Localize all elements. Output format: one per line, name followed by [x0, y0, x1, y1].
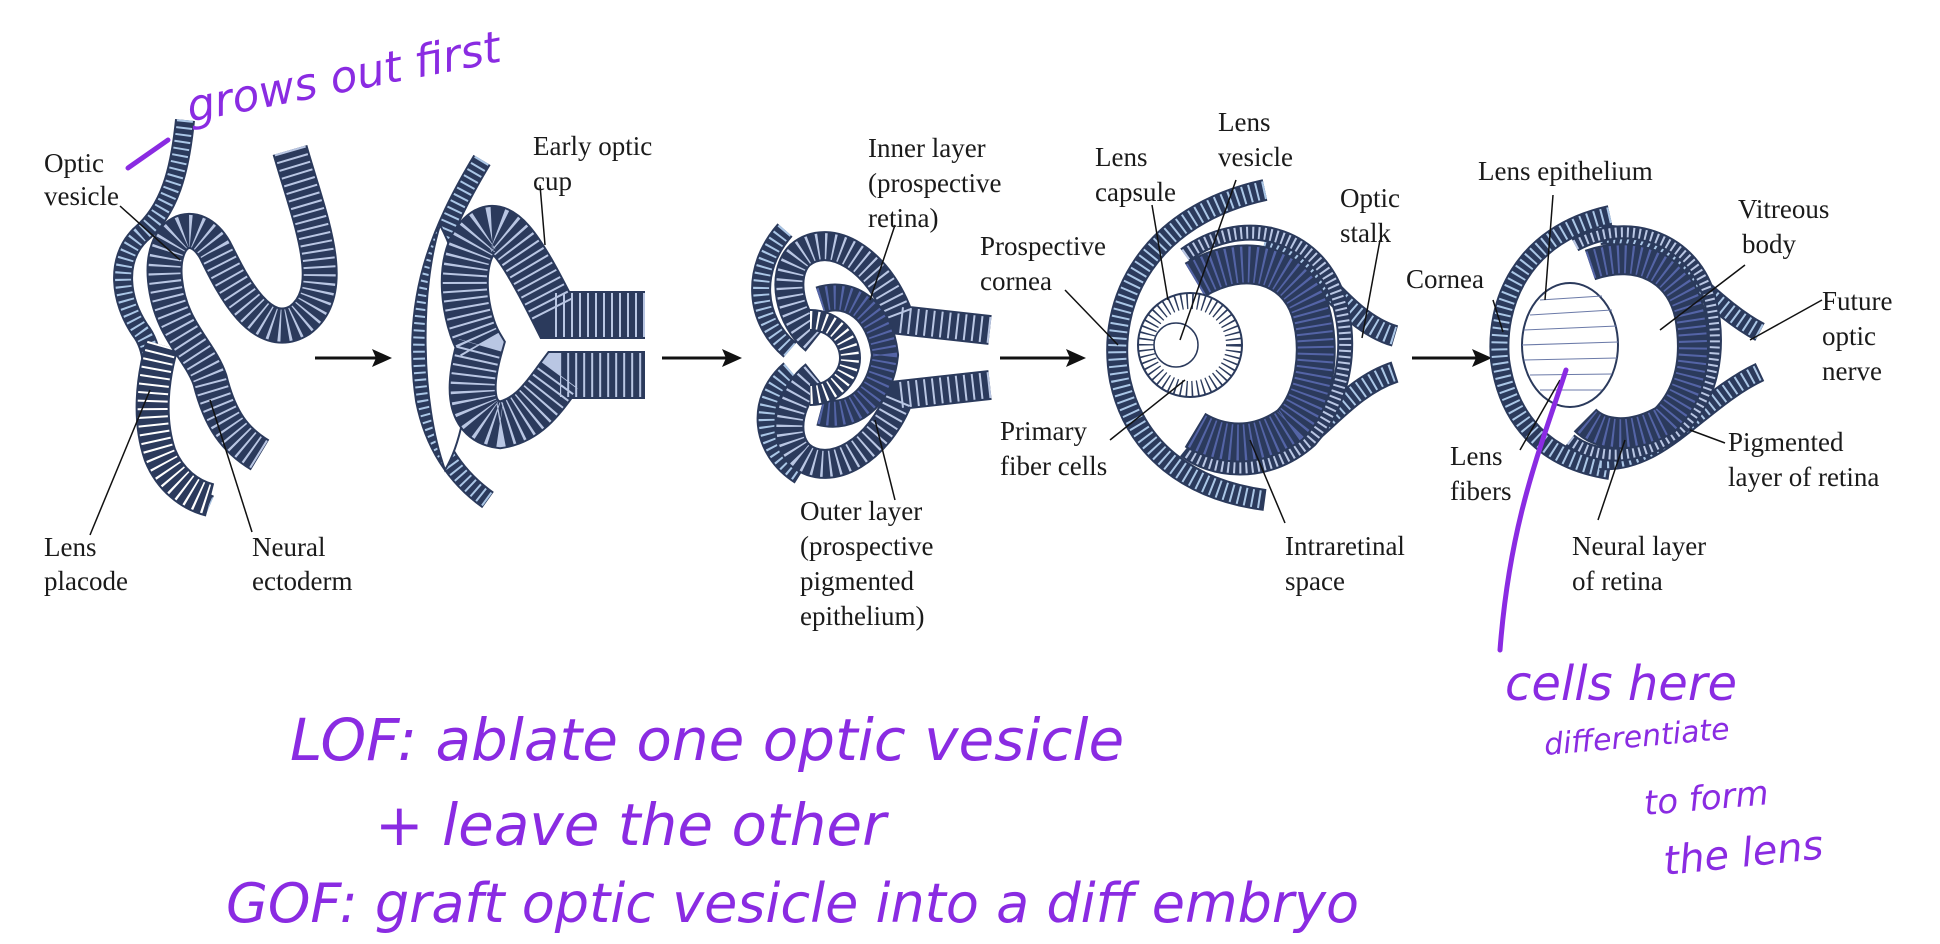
label-lens-epithelium: Lens epithelium [1478, 156, 1653, 186]
stage-arrows [315, 349, 1492, 367]
neural-ectoderm-shape [146, 145, 338, 471]
annotation-cells-here: cells here [1505, 656, 1737, 712]
annotation-the-lens: the lens [1661, 822, 1825, 885]
early-optic-cup-shape [440, 205, 645, 450]
annotation-lof: LOF: ablate one optic vesicle [290, 706, 1124, 774]
neural-layer-s4 [1184, 244, 1336, 463]
annotation-to-form: to form [1642, 773, 1770, 824]
annotation-grows-out-first: grows out first [182, 22, 506, 133]
neural-layer-s5 [1573, 243, 1709, 450]
annotation-pointer-line [1497, 367, 1569, 653]
label-cornea: Cornea [1406, 264, 1484, 294]
annotation-dash [125, 137, 171, 171]
annotation-gof: GOF: graft optic vesicle into a diff emb… [226, 872, 1359, 935]
annotation-lof-cont: + leave the other [375, 791, 889, 859]
handwritten-annotations: grows out first cells here differentiate… [125, 22, 1825, 935]
annotation-differentiate: differentiate [1543, 712, 1731, 763]
